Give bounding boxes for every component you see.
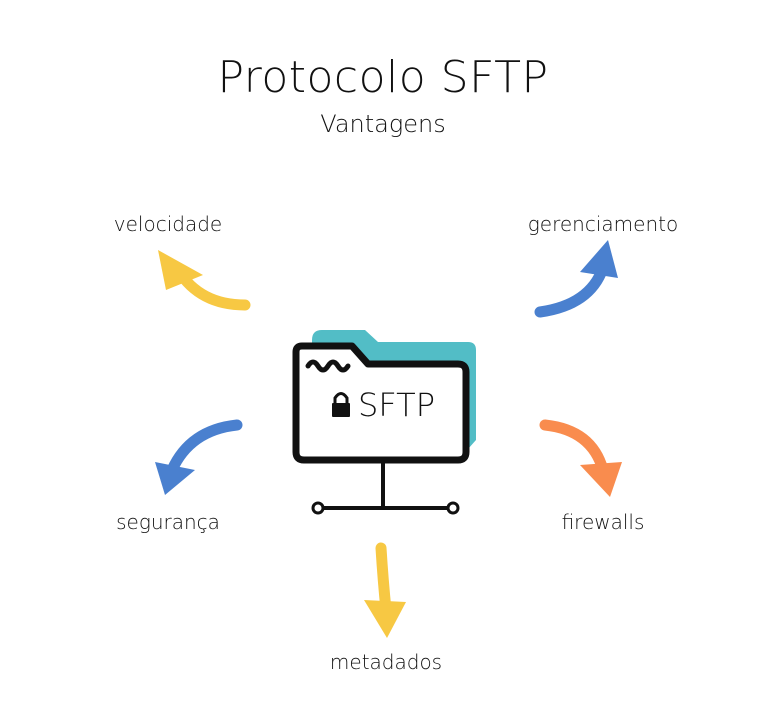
arrow-metadados bbox=[364, 542, 406, 638]
label-metadados: metadados bbox=[329, 650, 443, 674]
center-label: SFTP bbox=[358, 386, 435, 424]
arrow-gerenciamento bbox=[534, 240, 618, 318]
arrow-firewalls bbox=[539, 419, 622, 497]
diagram-title: Protocolo SFTP bbox=[217, 52, 549, 103]
label-seguranca: segurança bbox=[116, 510, 220, 534]
label-gerenciamento: gerenciamento bbox=[527, 212, 679, 236]
sftp-folder-icon bbox=[292, 330, 476, 515]
arrow-seguranca bbox=[155, 419, 243, 495]
label-velocidade: velocidade bbox=[113, 212, 223, 236]
label-firewalls: firewalls bbox=[561, 510, 645, 534]
lock-icon bbox=[332, 392, 350, 417]
diagram-subtitle: Vantagens bbox=[320, 110, 446, 138]
arrow-velocidade bbox=[158, 250, 251, 311]
